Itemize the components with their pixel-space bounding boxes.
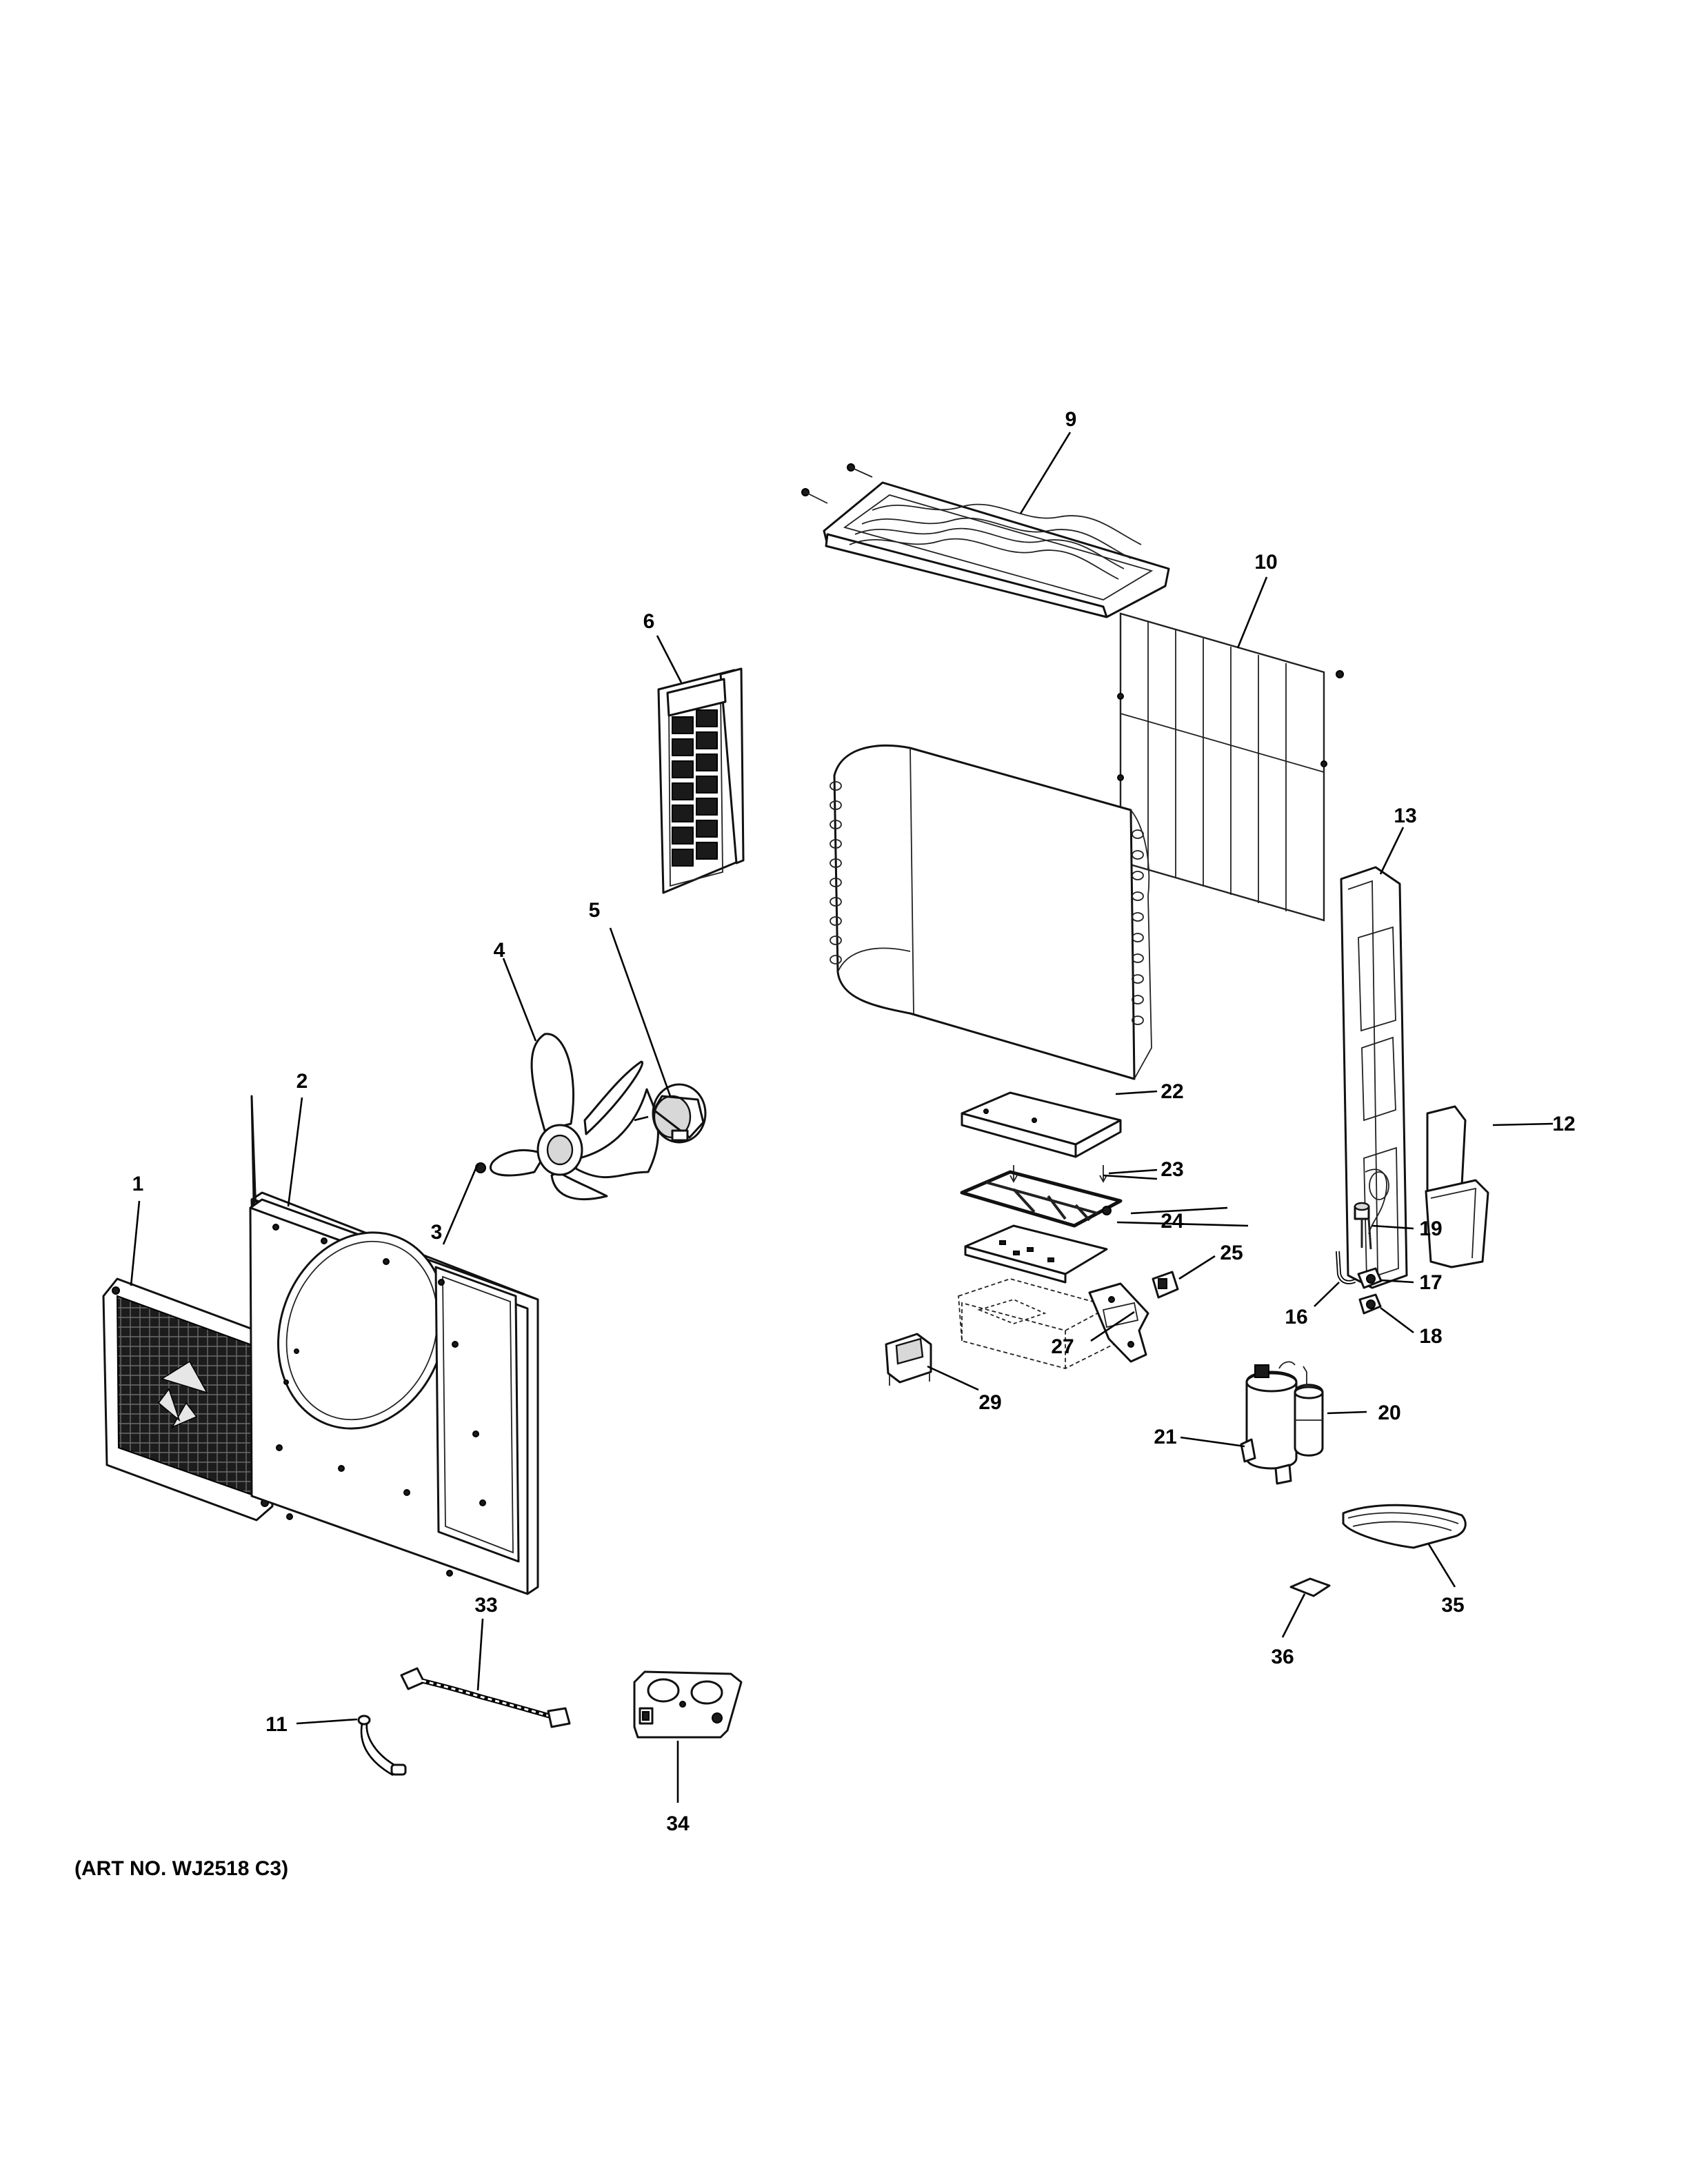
part-6-side-grille[interactable] bbox=[657, 667, 745, 894]
part-23-gasket[interactable] bbox=[960, 1170, 1123, 1228]
callout-4: 4 bbox=[494, 939, 505, 962]
callout-6: 6 bbox=[643, 610, 655, 633]
callout-35: 35 bbox=[1441, 1594, 1464, 1617]
callout-5: 5 bbox=[589, 899, 601, 922]
callout-13: 13 bbox=[1394, 805, 1416, 827]
part-29-reactor[interactable] bbox=[885, 1333, 932, 1386]
callout-3: 3 bbox=[431, 1221, 443, 1244]
part-36-pad[interactable] bbox=[1289, 1577, 1331, 1597]
part-24-control-board[interactable] bbox=[964, 1224, 1108, 1284]
part-34-bracket[interactable] bbox=[633, 1670, 743, 1739]
part-18-service-valve[interactable] bbox=[1358, 1293, 1382, 1315]
callout-2: 2 bbox=[297, 1070, 308, 1093]
condenser-coil bbox=[830, 744, 1152, 1080]
part-16-tube[interactable] bbox=[1336, 1251, 1356, 1284]
part-10-wire-guard[interactable] bbox=[1117, 612, 1344, 922]
callout-22: 22 bbox=[1160, 1080, 1183, 1103]
callout-16: 16 bbox=[1285, 1306, 1307, 1328]
callout-11: 11 bbox=[265, 1713, 288, 1736]
callout-12: 12 bbox=[1552, 1113, 1575, 1135]
part-21-compressor[interactable] bbox=[1240, 1361, 1298, 1485]
callout-labels: 1 2 3 4 5 6 9 10 13 12 22 23 24 25 27 29… bbox=[132, 408, 1576, 1835]
part-35-insulation-wrap[interactable] bbox=[1342, 1504, 1467, 1549]
callout-36: 36 bbox=[1271, 1646, 1294, 1668]
part-12-valve-cover[interactable] bbox=[1425, 1105, 1489, 1268]
front-panel bbox=[249, 1198, 539, 1595]
callout-20: 20 bbox=[1378, 1402, 1400, 1424]
part-9-top-cover[interactable] bbox=[801, 463, 1170, 618]
callout-29: 29 bbox=[978, 1391, 1001, 1414]
callout-34: 34 bbox=[666, 1812, 690, 1835]
callout-10: 10 bbox=[1254, 551, 1277, 574]
callout-19: 19 bbox=[1419, 1217, 1442, 1240]
callout-24: 24 bbox=[1160, 1210, 1184, 1233]
callout-27: 27 bbox=[1051, 1335, 1074, 1358]
part-33-wire-harness[interactable] bbox=[400, 1667, 571, 1728]
callout-17: 17 bbox=[1419, 1271, 1442, 1294]
callout-1: 1 bbox=[132, 1173, 144, 1195]
part-1-front-grille[interactable] bbox=[102, 1277, 274, 1521]
callout-18: 18 bbox=[1419, 1325, 1442, 1348]
part-11-sensor[interactable] bbox=[357, 1715, 407, 1777]
callout-21: 21 bbox=[1154, 1426, 1176, 1448]
art-number-caption: (ART NO. WJ2518 C3) bbox=[74, 1857, 288, 1880]
callout-23: 23 bbox=[1160, 1158, 1183, 1181]
leader-lines bbox=[130, 432, 1554, 1803]
part-19-valve[interactable] bbox=[1354, 1202, 1372, 1250]
callout-25: 25 bbox=[1220, 1242, 1243, 1264]
part-13-side-panel[interactable] bbox=[1340, 866, 1408, 1289]
part-4-fan-blade[interactable] bbox=[490, 1033, 659, 1201]
part-22-ebox-cover[interactable] bbox=[961, 1091, 1122, 1183]
part-20-accumulator[interactable] bbox=[1294, 1366, 1324, 1457]
part-25-terminal-block[interactable] bbox=[1152, 1271, 1179, 1299]
callout-33: 33 bbox=[474, 1594, 497, 1617]
part-5-fan-motor[interactable] bbox=[634, 1083, 707, 1144]
callout-9: 9 bbox=[1065, 408, 1077, 431]
